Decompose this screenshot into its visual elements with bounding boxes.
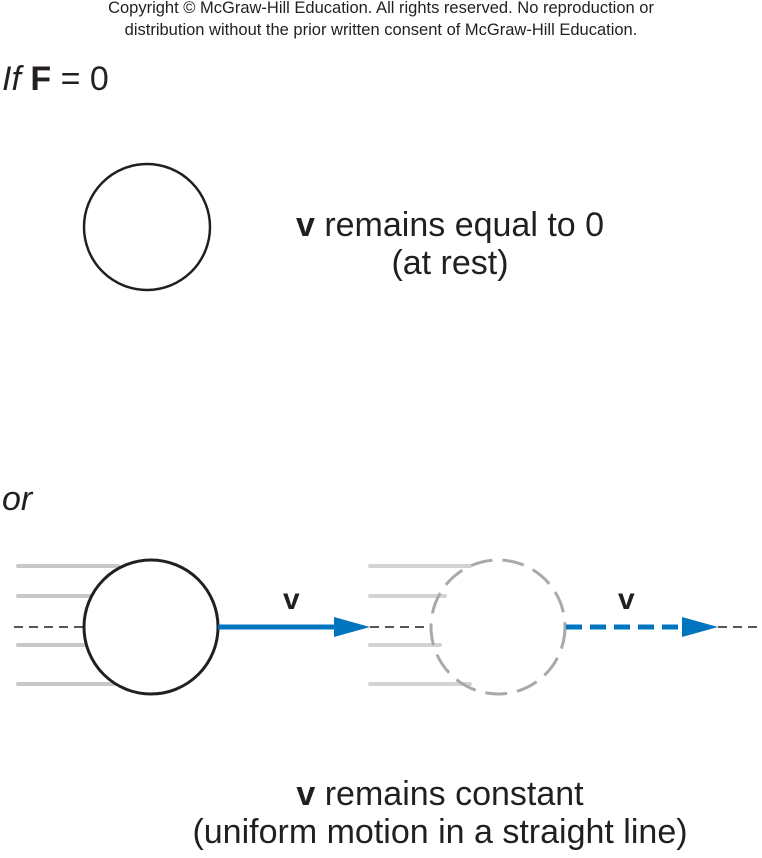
rest-caption-text: remains equal to 0 [314, 206, 605, 244]
velocity-label-2: v [618, 583, 635, 616]
copyright-line-2: distribution without the prior written c… [124, 21, 638, 39]
rest-caption-line-1: v remains equal to 0 [250, 206, 650, 244]
condition-if: If [2, 60, 21, 98]
velocity-label-1: v [283, 583, 300, 616]
motion-caption-line-2: (uniform motion in a straight line) [192, 813, 688, 851]
force-condition: If F = 0 [2, 60, 109, 99]
ghost-ball [429, 558, 567, 696]
motion-caption-text: remains constant [315, 775, 584, 813]
condition-equals: = 0 [60, 60, 109, 98]
rest-caption-line-2: (at rest) [391, 244, 509, 282]
velocity-arrowhead-dashed [682, 617, 718, 637]
copyright-notice: Copyright © McGraw-Hill Education. All r… [0, 0, 762, 41]
motion-streaks-2 [368, 564, 472, 686]
velocity-arrowhead [334, 617, 370, 637]
copyright-line-1: Copyright © McGraw-Hill Education. All r… [108, 0, 654, 17]
velocity-symbol: v [295, 206, 315, 244]
motion-caption: v remains constant (uniform motion in a … [140, 775, 740, 851]
velocity-symbol: v [296, 775, 316, 813]
ball-at-rest [82, 162, 212, 292]
rest-caption: v remains equal to 0 (at rest) [250, 206, 650, 282]
moving-ball [82, 558, 220, 696]
motion-caption-line-1: v remains constant [140, 775, 740, 813]
or-label: or [2, 480, 33, 518]
force-symbol: F [30, 60, 52, 98]
motion-streaks-1 [16, 564, 120, 686]
